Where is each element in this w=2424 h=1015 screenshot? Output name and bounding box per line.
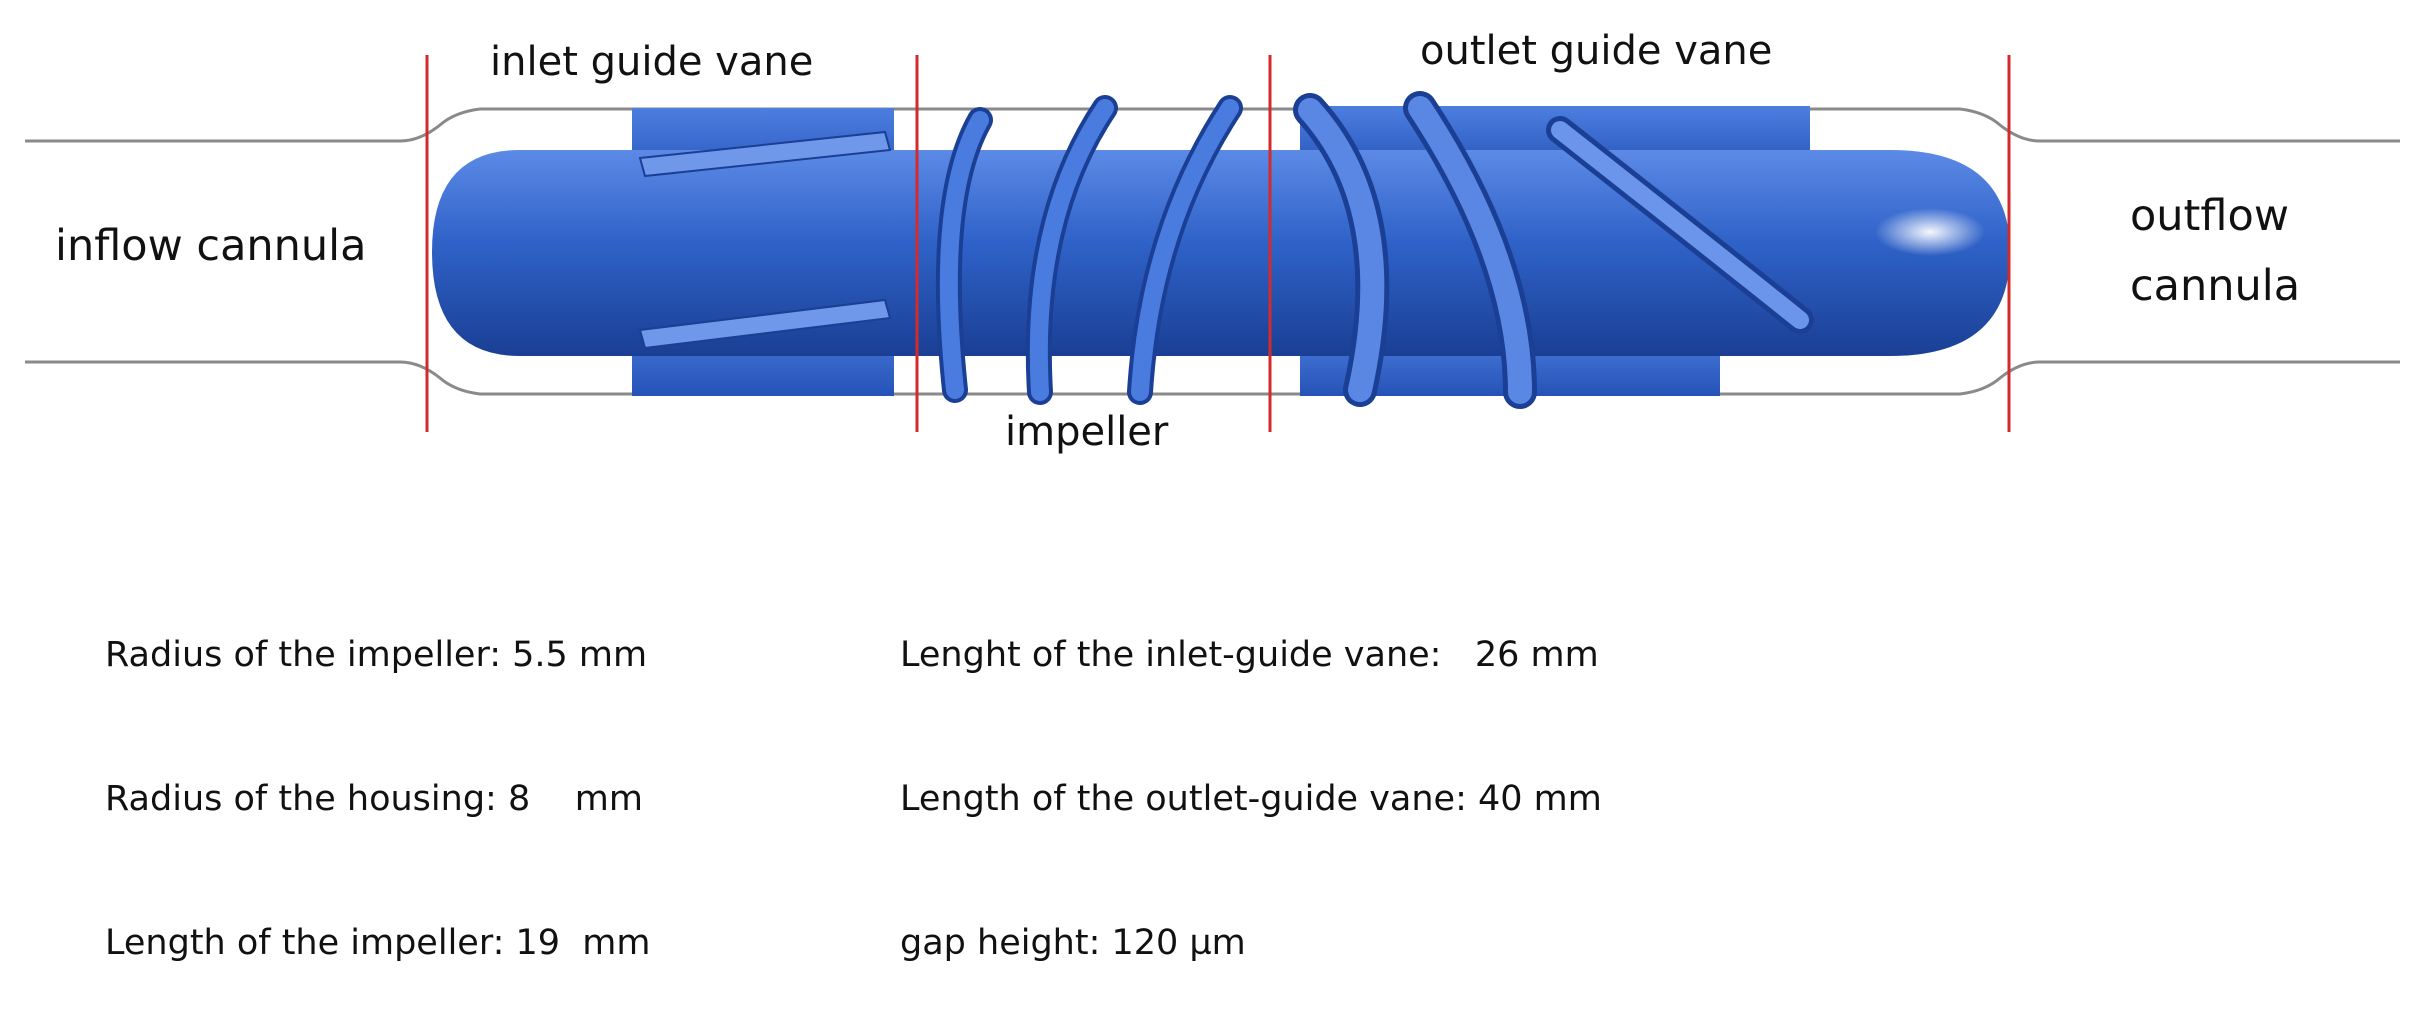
- label-inflow-cannula: inflow cannula: [55, 221, 366, 271]
- inlet-vane-blade-top: [638, 130, 892, 178]
- specs-left: Radius of the impeller: 5.5 mm Radius of…: [105, 535, 651, 1015]
- label-outflow-cannula-line2: cannula: [2130, 261, 2300, 311]
- label-outflow-cannula-line1: outflow: [2130, 191, 2289, 241]
- housing-bottom-line: [25, 360, 2400, 396]
- spec-impeller-length: Length of the impeller: 19 mm: [105, 923, 651, 963]
- outlet-vane-blades: [1293, 91, 1814, 409]
- pump-body: [432, 91, 2010, 409]
- spec-inlet-vane-length: Lenght of the inlet-guide vane: 26 mm: [900, 635, 1599, 675]
- nose-highlight: [1875, 208, 1985, 256]
- label-impeller: impeller: [1005, 409, 1169, 455]
- spec-housing-radius: Radius of the housing: 8 mm: [105, 779, 643, 819]
- impeller-blades: [935, 95, 1243, 405]
- spec-gap-height: gap height: 120 µm: [900, 923, 1246, 963]
- spec-impeller-radius: Radius of the impeller: 5.5 mm: [105, 635, 648, 675]
- label-inlet-guide-vane: inlet guide vane: [490, 39, 813, 85]
- pump-shaft: [432, 150, 2010, 356]
- specs-right: Lenght of the inlet-guide vane: 26 mm Le…: [900, 535, 1602, 1015]
- pump-diagram: inlet guide vane outlet guide vane inflo…: [25, 28, 2400, 455]
- spec-outlet-vane-length: Length of the outlet-guide vane: 40 mm: [900, 779, 1602, 819]
- inlet-vane-blade-bottom: [638, 298, 892, 350]
- section-dividers: [425, 55, 2011, 432]
- label-outlet-guide-vane: outlet guide vane: [1420, 28, 1772, 74]
